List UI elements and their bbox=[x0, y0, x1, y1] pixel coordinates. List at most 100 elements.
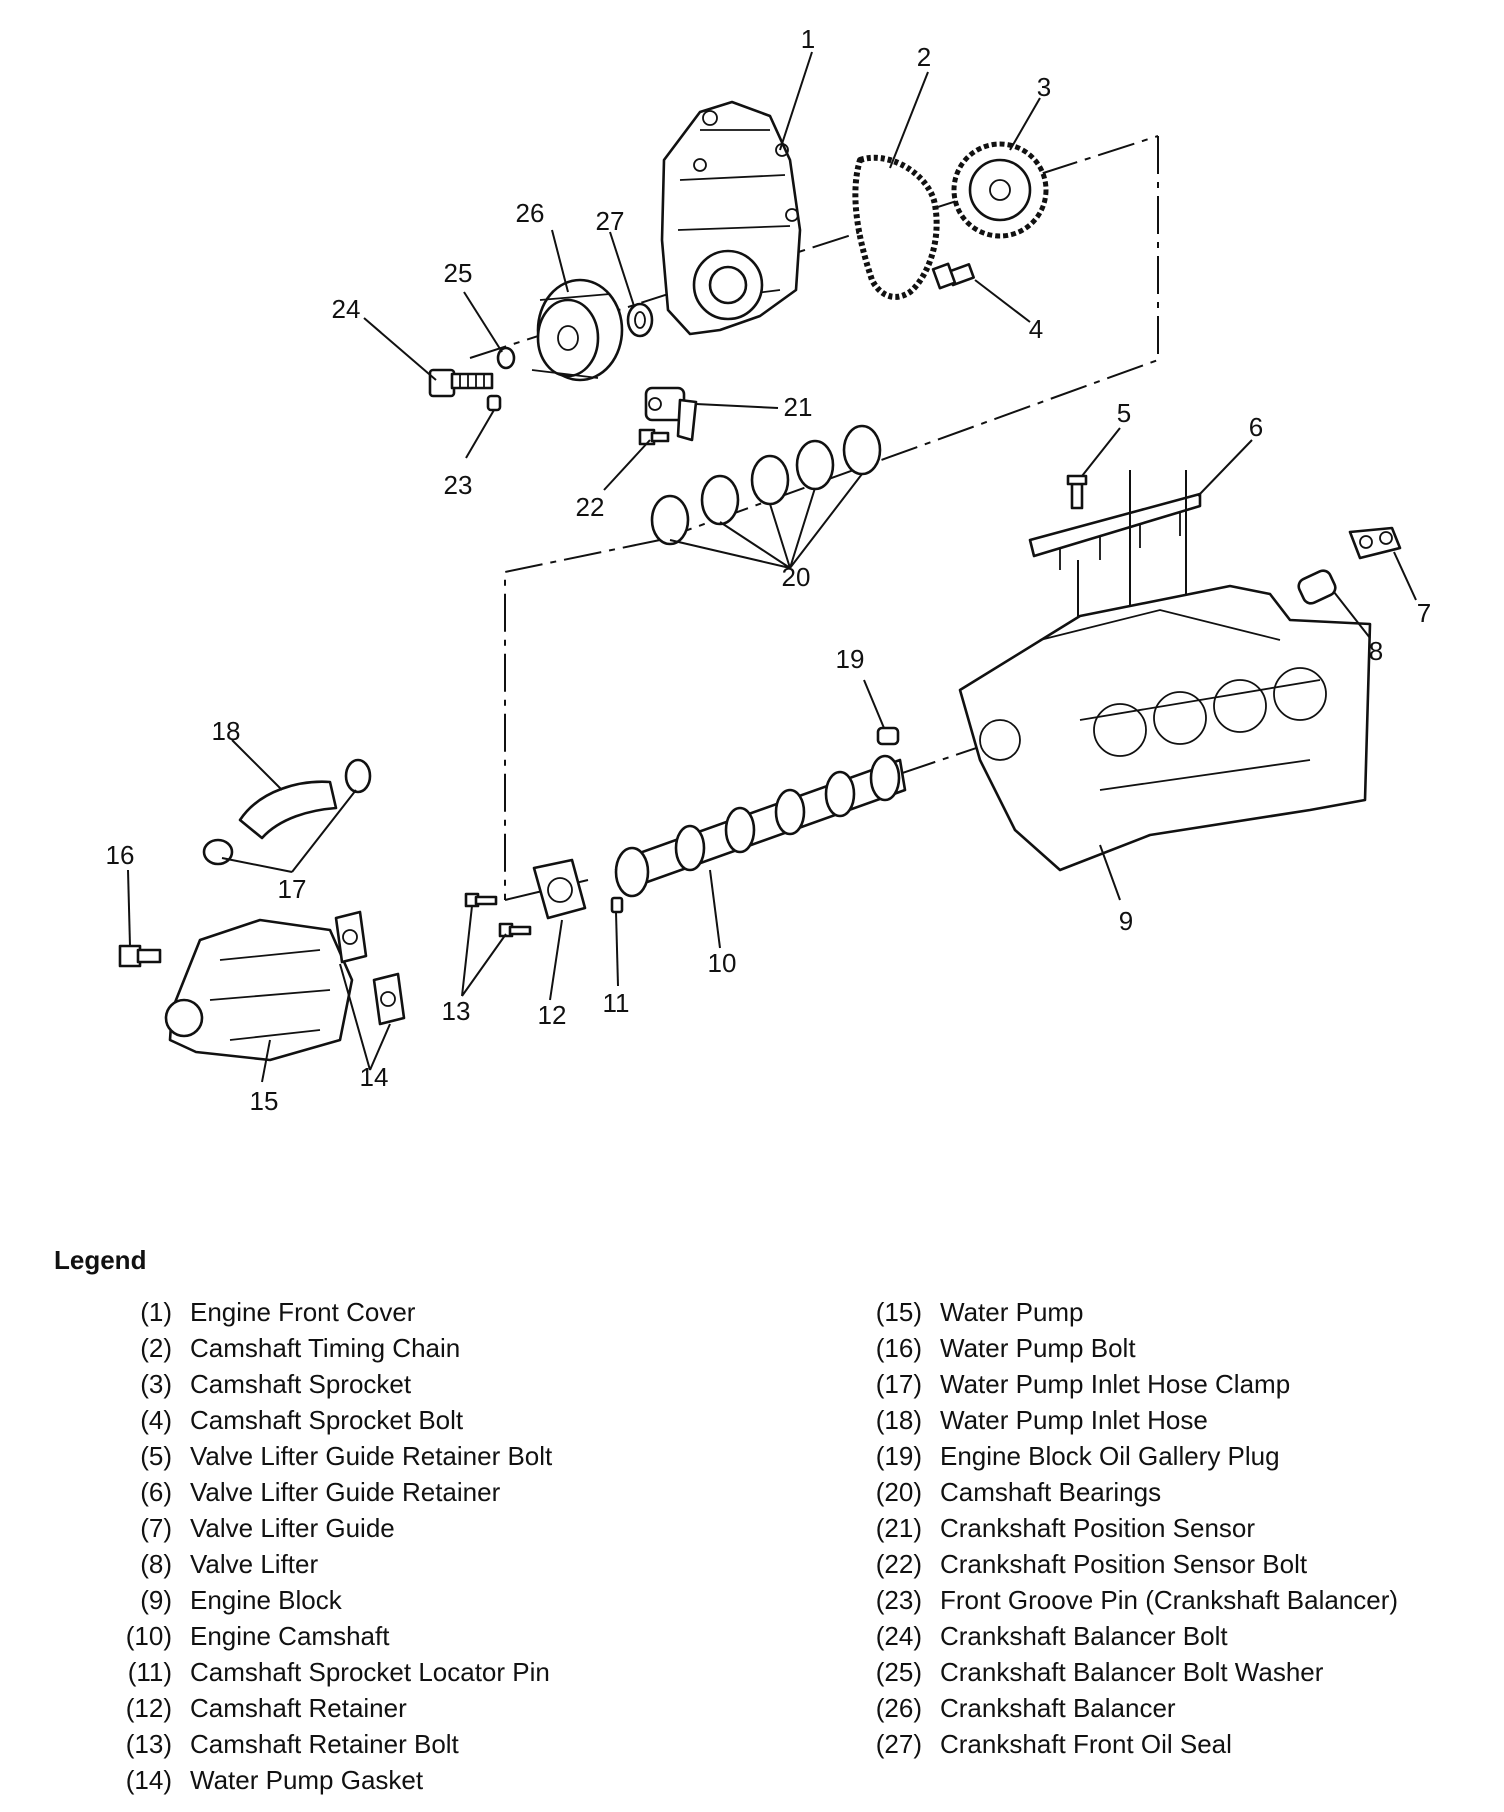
legend-item-label: Valve Lifter Guide Retainer bbox=[190, 1476, 501, 1507]
water-pump bbox=[164, 918, 354, 1062]
legend-item-number: (19) bbox=[875, 1440, 922, 1471]
callout-20: 20 bbox=[782, 562, 811, 592]
legend-item: (1) Engine Front Cover bbox=[96, 1294, 552, 1330]
crankshaft-position-sensor-bolt bbox=[638, 428, 670, 446]
legend-item-label: Valve Lifter Guide bbox=[190, 1512, 395, 1543]
callout-12: 12 bbox=[538, 1000, 567, 1030]
water-pump-gaskets bbox=[334, 910, 406, 1026]
legend-item-label: Water Pump Bolt bbox=[940, 1332, 1136, 1363]
legend-item: (14)Water Pump Gasket bbox=[96, 1762, 552, 1798]
legend-item-number: (3) bbox=[140, 1368, 172, 1399]
legend-item-number: (23) bbox=[875, 1584, 922, 1615]
valve-lifter bbox=[1297, 569, 1337, 605]
legend-item: (24) Crankshaft Balancer Bolt bbox=[846, 1618, 1398, 1654]
camshaft-bearings bbox=[650, 424, 882, 546]
legend-item: (21) Crankshaft Position Sensor bbox=[846, 1510, 1398, 1546]
callout-18: 18 bbox=[212, 716, 241, 746]
legend-item-number: (5) bbox=[140, 1440, 172, 1471]
callout-8: 8 bbox=[1369, 636, 1383, 666]
legend-item: (15)Water Pump bbox=[846, 1294, 1398, 1330]
crankshaft-balancer-bolt-washer bbox=[496, 346, 516, 370]
legend-right-column: (15)Water Pump (16)Water Pump Bolt (17) W… bbox=[846, 1294, 1398, 1762]
legend-item-label: Water Pump Gasket bbox=[190, 1764, 424, 1795]
legend-item: (3)Camshaft Sprocket bbox=[96, 1366, 552, 1402]
legend-item-label: Camshaft Retainer bbox=[190, 1692, 407, 1723]
legend-item-label: Crankshaft Balancer Bolt bbox=[940, 1620, 1228, 1651]
legend-item: (4) Camshaft Sprocket Bolt bbox=[96, 1402, 552, 1438]
legend-item: (27) Crankshaft Front Oil Seal bbox=[846, 1726, 1398, 1762]
legend-item-label: Water Pump Inlet Hose bbox=[940, 1404, 1208, 1435]
legend-item-label: Camshaft Sprocket Bolt bbox=[190, 1404, 464, 1435]
legend-item: (12) Camshaft Retainer bbox=[96, 1690, 552, 1726]
legend-item-number: (10) bbox=[125, 1620, 172, 1651]
legend-item-label: Engine Block bbox=[190, 1584, 342, 1615]
legend-item-number: (11) bbox=[127, 1656, 172, 1687]
legend-item-number: (20) bbox=[875, 1476, 922, 1507]
legend-item: (2) Camshaft Timing Chain bbox=[96, 1330, 552, 1366]
leader-lines bbox=[127, 51, 1417, 1083]
legend-item: (9)Engine Block bbox=[96, 1582, 552, 1618]
legend-item-label: Camshaft Timing Chain bbox=[190, 1332, 461, 1363]
legend-item-number: (7) bbox=[140, 1512, 172, 1543]
legend-item-label: Engine Block Oil Gallery Plug bbox=[940, 1440, 1280, 1471]
callout-3: 3 bbox=[1037, 72, 1051, 102]
callout-23: 23 bbox=[444, 470, 473, 500]
callout-10: 10 bbox=[708, 948, 737, 978]
legend-item-label: Camshaft Sprocket Locator Pin bbox=[190, 1656, 550, 1687]
legend-item-number: (8) bbox=[140, 1548, 172, 1579]
legend-item-label: Engine Front Cover bbox=[190, 1296, 416, 1327]
legend-item: (11) Camshaft Sprocket Locator Pin bbox=[96, 1654, 552, 1690]
legend-item: (22)Crankshaft Position Sensor Bolt bbox=[846, 1546, 1398, 1582]
exploded-engine-diagram: 1 2 3 4 5 6 7 8 9 10 11 12 13 14 15 16 1… bbox=[106, 24, 1432, 1116]
legend-item-label: Water Pump bbox=[940, 1296, 1084, 1327]
crankshaft-front-oil-seal bbox=[626, 302, 654, 338]
legend-item-number: (17) bbox=[875, 1368, 922, 1399]
engine-front-cover bbox=[660, 100, 802, 336]
legend-item-label: Crankshaft Front Oil Seal bbox=[940, 1728, 1232, 1759]
legend-item-number: (22) bbox=[875, 1548, 922, 1579]
callout-5: 5 bbox=[1117, 398, 1131, 428]
legend-item-label: Valve Lifter Guide Retainer Bolt bbox=[190, 1440, 553, 1471]
camshaft-retainer bbox=[532, 858, 587, 920]
legend-item: (25) Crankshaft Balancer Bolt Washer bbox=[846, 1654, 1398, 1690]
legend-item: (16)Water Pump Bolt bbox=[846, 1330, 1398, 1366]
legend-item: (18) Water Pump Inlet Hose bbox=[846, 1402, 1398, 1438]
callout-1: 1 bbox=[801, 24, 815, 54]
legend-item: (6)Valve Lifter Guide Retainer bbox=[96, 1474, 552, 1510]
legend-item-number: (25) bbox=[875, 1656, 922, 1687]
legend-item: (20)Camshaft Bearings bbox=[846, 1474, 1398, 1510]
callout-11: 11 bbox=[603, 988, 630, 1018]
callout-27: 27 bbox=[596, 206, 625, 236]
callout-2: 2 bbox=[917, 42, 931, 72]
legend-item-number: (18) bbox=[875, 1404, 922, 1435]
legend-item-label: Crankshaft Balancer Bolt Washer bbox=[940, 1656, 1324, 1687]
legend-item-number: (2) bbox=[140, 1332, 172, 1363]
legend-item-number: (1) bbox=[140, 1296, 172, 1327]
callout-17: 17 bbox=[278, 874, 307, 904]
legend-item-number: (24) bbox=[875, 1620, 922, 1651]
callout-15: 15 bbox=[250, 1086, 279, 1116]
callout-4: 4 bbox=[1029, 314, 1043, 344]
callout-22: 22 bbox=[576, 492, 605, 522]
legend-item-number: (26) bbox=[875, 1692, 922, 1723]
legend-item-label: Valve Lifter bbox=[190, 1548, 319, 1579]
legend-item: (19) Engine Block Oil Gallery Plug bbox=[846, 1438, 1398, 1474]
engine-block bbox=[958, 584, 1372, 872]
legend-item-label: Front Groove Pin (Crankshaft Balancer) bbox=[940, 1584, 1399, 1615]
engine-block-oil-gallery-plug bbox=[876, 726, 900, 746]
legend-item-number: (27) bbox=[875, 1728, 922, 1759]
legend-item: (10) Engine Camshaft bbox=[96, 1618, 552, 1654]
legend-item-number: (4) bbox=[140, 1404, 172, 1435]
legend-title: Legend bbox=[54, 1245, 147, 1275]
callout-19: 19 bbox=[836, 644, 865, 674]
callout-26: 26 bbox=[516, 198, 545, 228]
legend-item-number: (12) bbox=[125, 1692, 172, 1723]
legend-item-number: (13) bbox=[125, 1728, 172, 1759]
legend-item-label: Crankshaft Position Sensor bbox=[940, 1512, 1256, 1543]
legend-item-number: (21) bbox=[875, 1512, 922, 1543]
callout-24: 24 bbox=[332, 294, 361, 324]
camshaft-retainer-bolts bbox=[464, 892, 532, 938]
legend-item-label: Camshaft Retainer Bolt bbox=[190, 1728, 459, 1759]
legend-item-label: Engine Camshaft bbox=[190, 1620, 390, 1651]
callout-14: 14 bbox=[360, 1062, 389, 1092]
